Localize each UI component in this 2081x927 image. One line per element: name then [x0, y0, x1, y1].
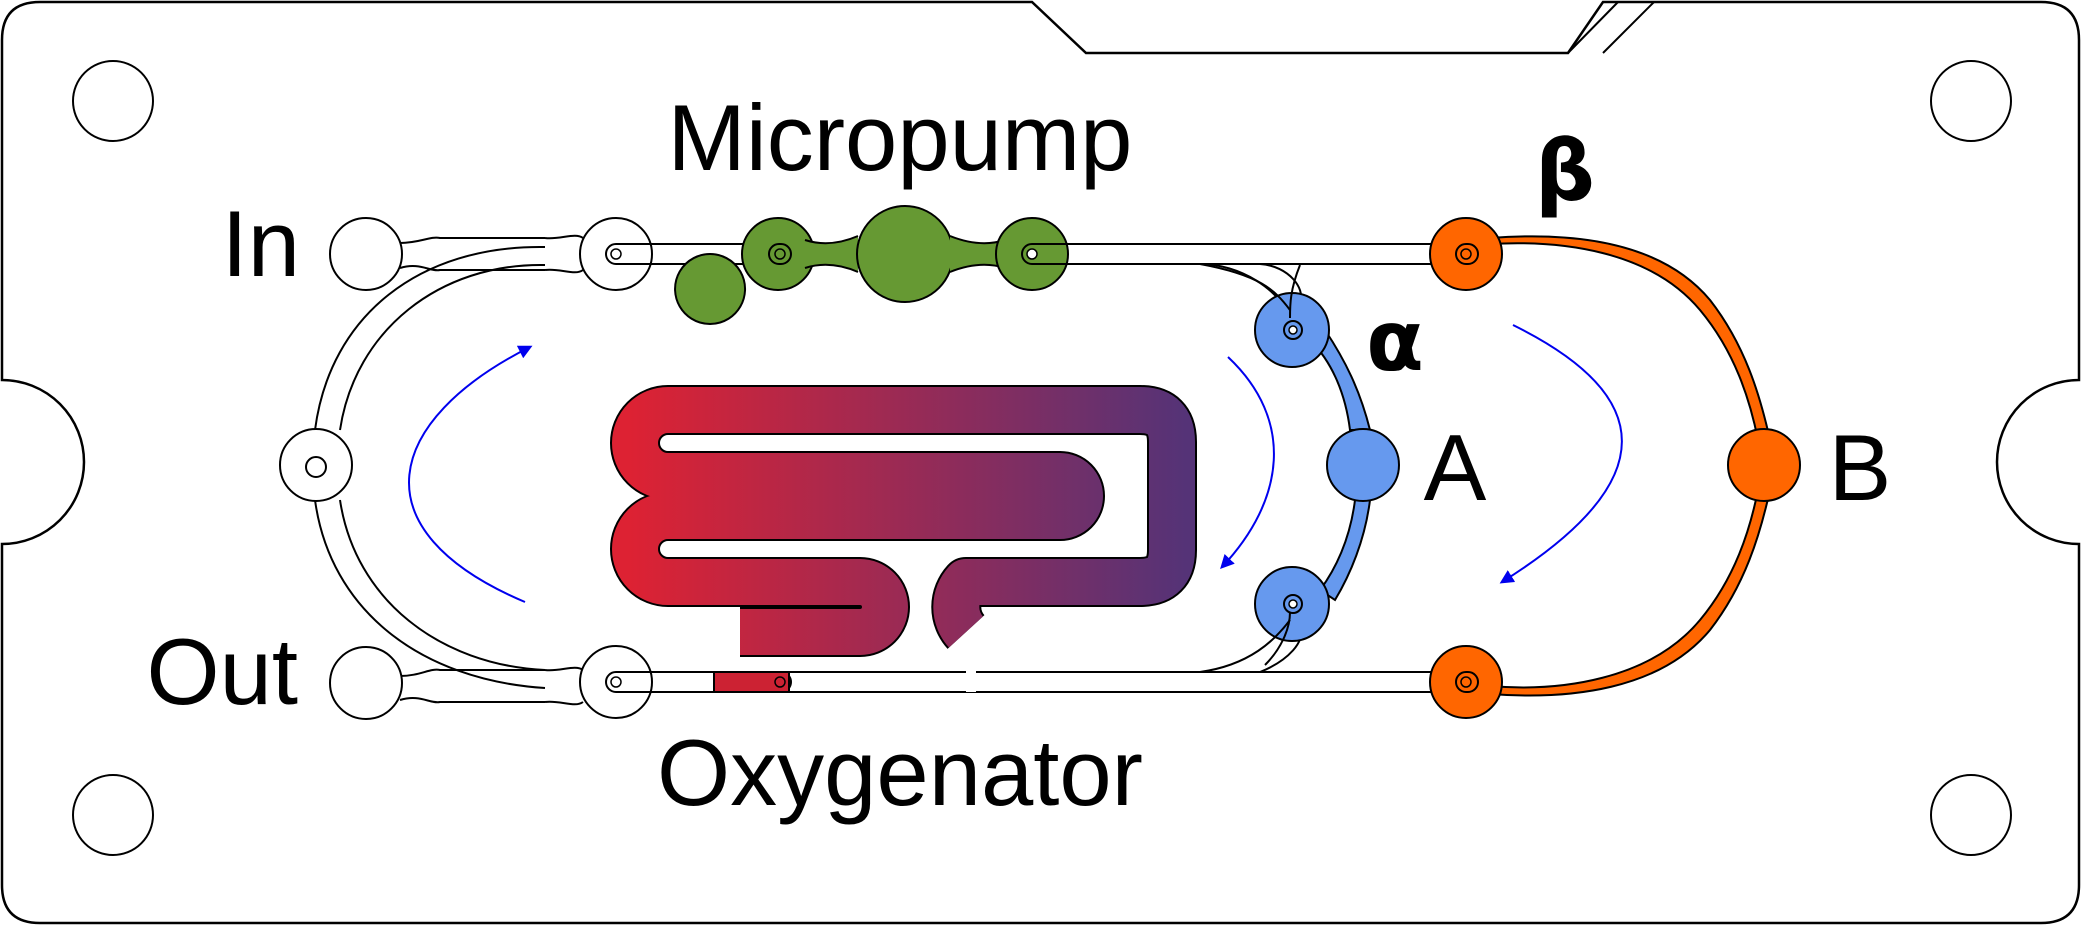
- chamber-b-label: B: [1829, 415, 1892, 520]
- micropump: [674, 205, 1483, 325]
- outlet-label: Out: [146, 619, 298, 724]
- mount-hole-icon: [72, 60, 154, 142]
- micropump-label: Micropump: [668, 85, 1133, 190]
- valve-slot: [605, 671, 792, 693]
- chamber-a-label: A: [1424, 415, 1487, 520]
- loop-a: [1199, 263, 1400, 673]
- return-channel: [314, 245, 546, 689]
- mount-hole-icon: [72, 774, 154, 856]
- oxygenator-label: Oxygenator: [657, 720, 1143, 825]
- outlet-port: [329, 646, 584, 720]
- flow-arrow-icon: [1220, 356, 1275, 570]
- inlet-label: In: [222, 191, 300, 296]
- alpha-label: α: [1366, 292, 1424, 390]
- mount-holes: [72, 60, 2012, 856]
- beta-label: β: [1535, 122, 1595, 220]
- chip-notch-slot: [1567, 1, 1655, 54]
- flow-arrow-icon: [1499, 324, 1623, 584]
- loop-b: [1429, 217, 1801, 719]
- flow-arrows: [408, 324, 1623, 603]
- mount-hole-icon: [1930, 774, 2012, 856]
- side-port-hole: [305, 456, 327, 478]
- inlet-port: [329, 217, 584, 291]
- mount-hole-icon: [1930, 60, 2012, 142]
- oxygenator: [610, 385, 1197, 693]
- flow-arrow-icon: [408, 345, 533, 603]
